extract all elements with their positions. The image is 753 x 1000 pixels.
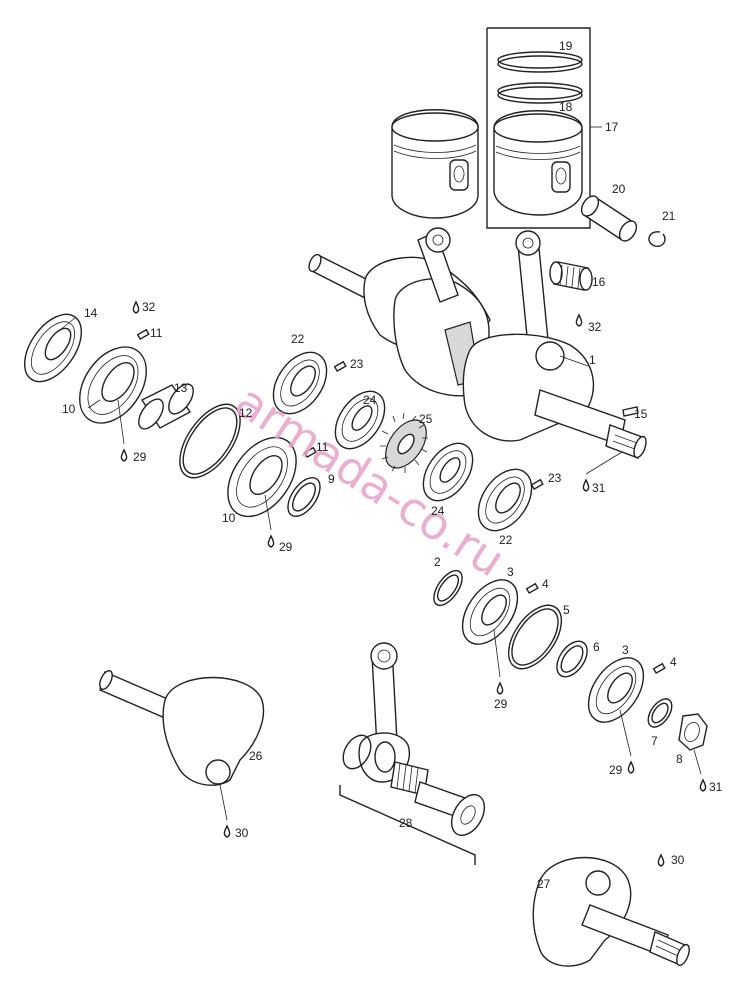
callout-32-left: 32 [142,300,156,314]
nut-8 [678,713,708,751]
callout-26: 26 [249,749,263,763]
callout-21: 21 [662,209,676,223]
callout-24-upper: 24 [363,393,377,407]
callout-29-right-upper: 29 [494,697,508,711]
callout-30-right: 30 [671,853,685,867]
callout-29-mid: 29 [279,540,293,554]
oil-drop-icons [120,300,707,867]
callout-10-lower: 10 [222,511,236,525]
callout-9: 9 [328,472,335,486]
callout-4-lower: 4 [670,655,677,669]
callout-30-left: 30 [235,826,249,840]
callout-16: 16 [592,275,606,289]
callout-20: 20 [612,182,626,196]
seal-24-upper [334,390,386,450]
callout-23-lower: 23 [548,471,562,485]
bearing-22-upper [272,351,328,415]
bearing-10-left [79,346,147,424]
callout-4-upper: 4 [542,577,549,591]
washer-9 [287,477,321,517]
leader-lines [59,126,702,821]
gear-25 [380,412,428,473]
washer-7 [647,698,673,728]
piston-pin [580,195,638,242]
piston-spare [391,109,479,219]
key-15 [622,406,639,417]
callout-24-lower: 24 [431,504,445,518]
callout-6: 6 [593,640,600,654]
callout-13: 13 [174,381,188,395]
callout-11-upper: 11 [150,326,163,340]
pins-11 [136,328,317,459]
conrod-kit-28 [339,642,486,865]
crankshaft-assembly [308,227,647,459]
callout-29-left: 29 [133,450,147,464]
oring-5 [507,604,563,670]
callout-labels: 19 18 17 20 21 16 32 1 15 31 14 32 11 13… [62,39,723,891]
bearing-10-right [227,436,297,518]
callout-5: 5 [563,603,570,617]
callout-7: 7 [651,734,658,748]
callout-15: 15 [634,407,648,421]
callout-31-lower: 31 [709,780,723,794]
callout-23-upper: 23 [350,357,364,371]
circlip [648,231,666,248]
needle-bearing-small-end [549,261,593,291]
bearing-22-lower [477,468,533,532]
callout-28: 28 [399,816,413,830]
callout-22-lower: 22 [499,533,513,547]
crank-half-27 [532,856,690,967]
callout-2: 2 [434,555,441,569]
callout-8: 8 [676,752,683,766]
piston-in-kit [493,110,583,216]
callout-31-upper: 31 [592,481,606,495]
callout-25: 25 [419,412,433,426]
piston-rings [497,51,583,104]
callout-22-upper: 22 [291,332,305,346]
callout-18: 18 [559,100,573,114]
callout-32-right: 32 [588,320,602,334]
callout-14: 14 [84,306,98,320]
bearing-3-upper [461,579,519,645]
callout-3-upper: 3 [507,565,514,579]
bearing-3-lower [587,657,645,723]
callout-12: 12 [239,406,253,420]
washer-6 [556,640,588,678]
callout-19: 19 [559,39,573,53]
seal-24-lower [422,442,474,502]
callout-27: 27 [537,877,551,891]
callout-10-upper: 10 [62,402,76,416]
pins-23 [333,360,544,491]
callout-3-lower: 3 [622,643,629,657]
callout-17: 17 [605,120,619,134]
callout-11-lower: 11 [316,440,329,454]
spacer-13 [138,383,194,430]
callout-1: 1 [589,353,596,367]
crank-half-26 [99,669,265,786]
callout-29-right-lower: 29 [609,763,623,777]
piston-kit-frame [486,27,591,229]
pins-4 [525,582,666,675]
washer-2 [433,569,463,607]
oil-seal-14 [24,313,82,383]
oring-12 [179,403,241,479]
